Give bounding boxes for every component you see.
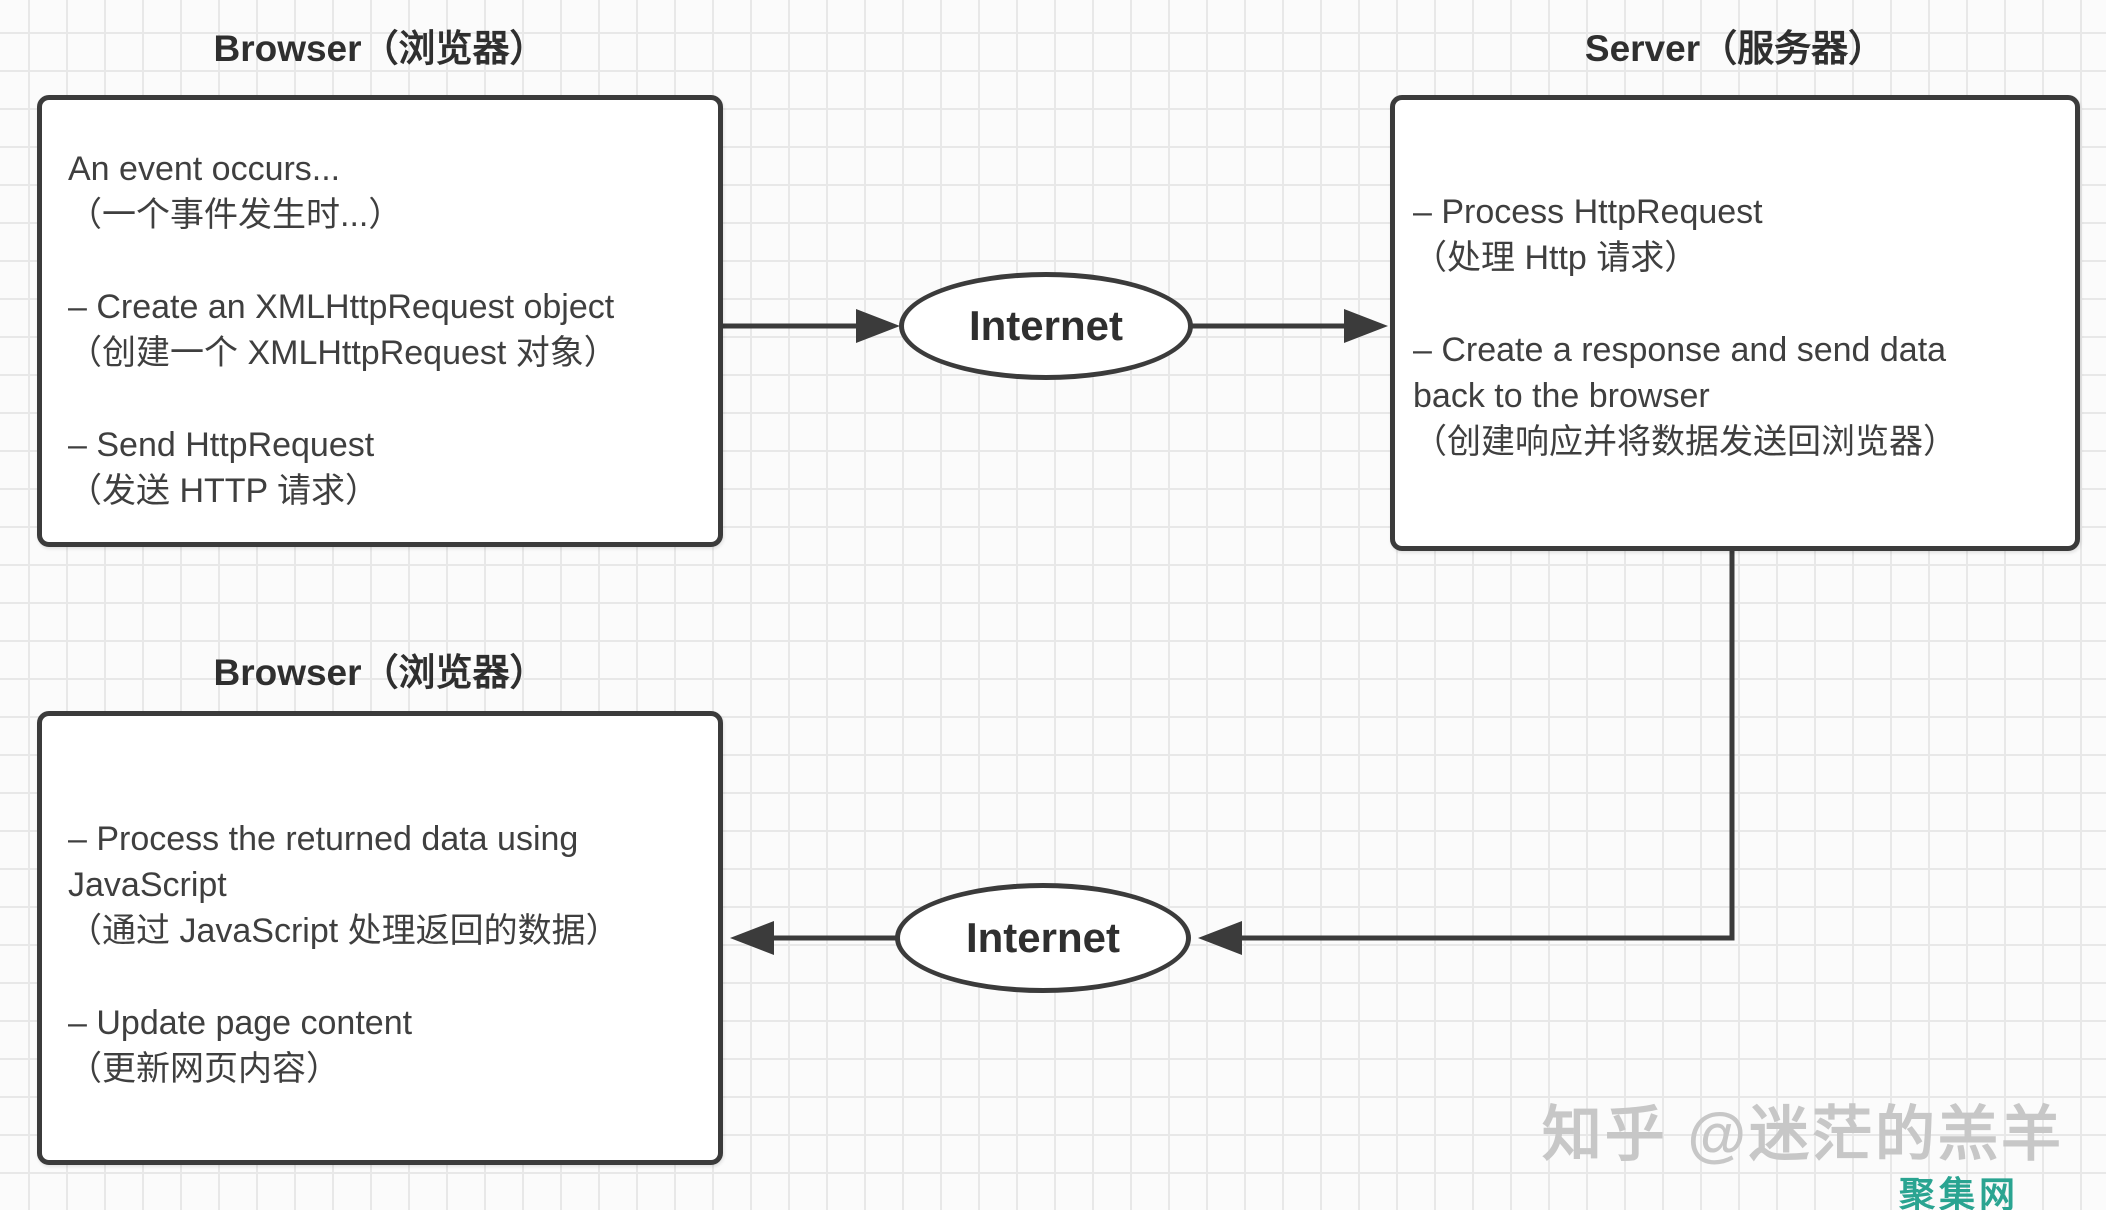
internet-top-node: Internet <box>899 272 1193 380</box>
browser-top-box: An event occurs... （一个事件发生时...） – Create… <box>37 95 723 547</box>
server-title: Server（服务器） <box>1584 28 1886 69</box>
arrow-browser-to-internet-head <box>856 309 900 343</box>
browser-bottom-body: – Process the returned data using JavaSc… <box>68 820 620 1088</box>
arrow-internet-to-browser-head <box>730 921 774 955</box>
browser-top-body: An event occurs... （一个事件发生时...） – Create… <box>68 150 618 510</box>
site-watermark: 聚集网 <box>1898 1174 2019 1210</box>
arrow-server-to-internet-head <box>1198 921 1242 955</box>
server-body: – Process HttpRequest （处理 Http 请求） – Cre… <box>1413 193 1957 461</box>
internet-top-label: Internet <box>968 302 1123 349</box>
server-box: – Process HttpRequest （处理 Http 请求） – Cre… <box>1390 95 2080 551</box>
internet-bottom-label: Internet <box>965 914 1120 961</box>
arrow-server-to-internet-line <box>1242 549 1735 941</box>
zhihu-watermark: 知乎 @迷茫的羔羊 <box>1541 1101 2064 1168</box>
internet-bottom-node: Internet <box>895 883 1191 993</box>
browser-top-title: Browser（浏览器） <box>213 28 547 69</box>
arrow-internet-to-server-head <box>1344 309 1388 343</box>
browser-bottom-title: Browser（浏览器） <box>213 652 547 693</box>
browser-bottom-box: – Process the returned data using JavaSc… <box>37 711 723 1165</box>
